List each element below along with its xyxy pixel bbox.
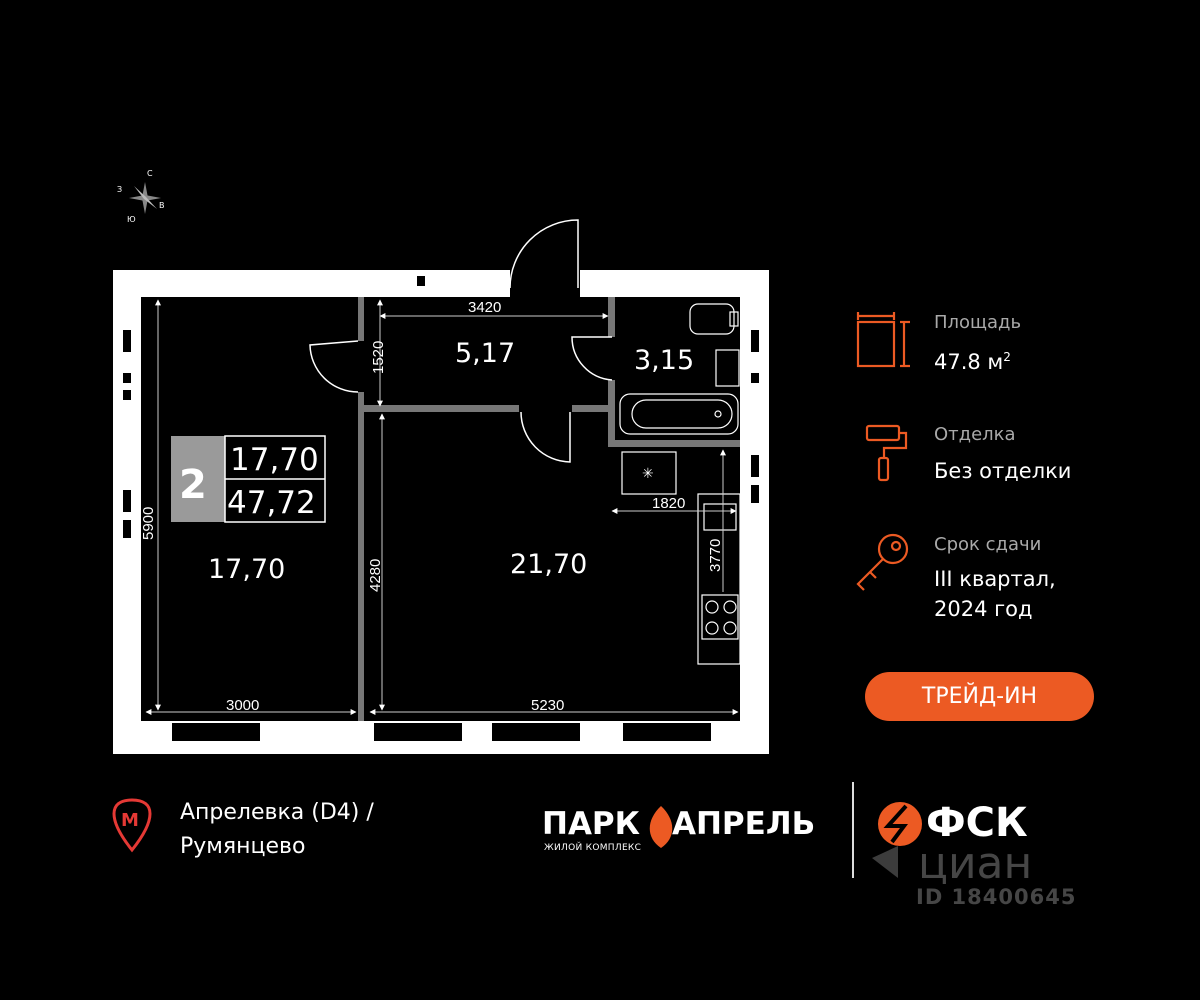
badge-rooms: 2 — [179, 462, 207, 508]
cian-watermark: циан — [918, 838, 1033, 889]
washbasin — [715, 349, 740, 387]
toilet — [689, 303, 735, 335]
kitchen-sink — [703, 503, 737, 531]
fridge — [621, 451, 677, 495]
area-unit-sup: 2 — [1003, 350, 1011, 364]
area-value: 47.8 м2 — [934, 342, 1011, 377]
park-april-logo: ПАРК АПРЕЛЬ — [542, 806, 815, 842]
park-logo-left: ПАРК — [542, 806, 640, 842]
fsk-logo-text: ФСК — [926, 800, 1028, 846]
listing-id: ID 18400645 — [916, 885, 1077, 909]
metro-stations: Апрелевка (D4) / Румянцево — [180, 796, 374, 864]
compass-west: З — [117, 185, 122, 194]
metro-line2: Румянцево — [180, 834, 306, 859]
leaf-logo-icon — [649, 806, 673, 848]
room-area-bathroom: 3,15 — [634, 345, 694, 376]
dim-hall-depth: 1520 — [370, 341, 387, 374]
cooktop — [701, 594, 739, 640]
area-label: Площадь — [934, 312, 1022, 333]
park-logo-right: АПРЕЛЬ — [672, 806, 816, 842]
dim-kitchen-depth: 3770 — [707, 539, 724, 572]
deadline-label: Срок сдачи — [934, 534, 1042, 555]
room-area-bedroom: 17,70 — [208, 554, 285, 585]
fsk-logo-icon — [878, 802, 922, 846]
compass-north: С — [147, 169, 153, 178]
dimension-lines — [145, 299, 739, 715]
area-value-text: 47.8 м — [934, 350, 1004, 374]
room-area-hall: 5,17 — [455, 338, 515, 369]
interior-walls — [358, 297, 740, 721]
windows — [123, 276, 759, 747]
dim-bedroom-depth: 5900 — [140, 507, 157, 540]
deadline-line2: 2024 год — [934, 597, 1033, 621]
badge-living-area: 17,70 — [230, 442, 319, 478]
cian-logo-icon — [872, 846, 898, 878]
compass-east: В — [159, 201, 165, 210]
badge-total-area: 47,72 — [227, 485, 316, 521]
paint-roller-icon — [865, 424, 908, 482]
dim-kitchen-width: 1820 — [652, 495, 685, 512]
fixtures — [619, 303, 741, 665]
doors — [309, 219, 613, 463]
dim-living-depth: 4280 — [367, 559, 384, 592]
svg-text:М: М — [121, 810, 139, 831]
logo-divider — [852, 782, 854, 878]
room-badge: 2 17,70 47,72 — [171, 435, 326, 523]
key-icon — [856, 533, 909, 591]
compass-south: Ю — [127, 215, 136, 224]
dim-hall-width: 3420 — [468, 299, 501, 316]
finish-label: Отделка — [934, 424, 1016, 445]
dim-living-width: 5230 — [531, 697, 564, 714]
trade-in-button[interactable]: ТРЕЙД-ИН — [865, 672, 1094, 721]
finish-value: Без отделки — [934, 459, 1072, 483]
dim-bedroom-width: 3000 — [226, 697, 259, 714]
area-icon — [856, 312, 910, 368]
deadline-line1: III квартал, — [934, 567, 1056, 591]
snowflake-icon: ✳ — [642, 466, 654, 482]
park-logo-subtitle: ЖИЛОЙ КОМПЛЕКС — [544, 843, 642, 853]
metro-icon: М — [112, 798, 152, 853]
kitchen-counter — [697, 493, 741, 665]
room-area-kitchen-living: 21,70 — [510, 549, 587, 580]
metro-line1: Апрелевка (D4) / — [180, 800, 374, 825]
compass-rose: С З Ю В — [117, 169, 165, 224]
bathtub — [619, 393, 739, 435]
